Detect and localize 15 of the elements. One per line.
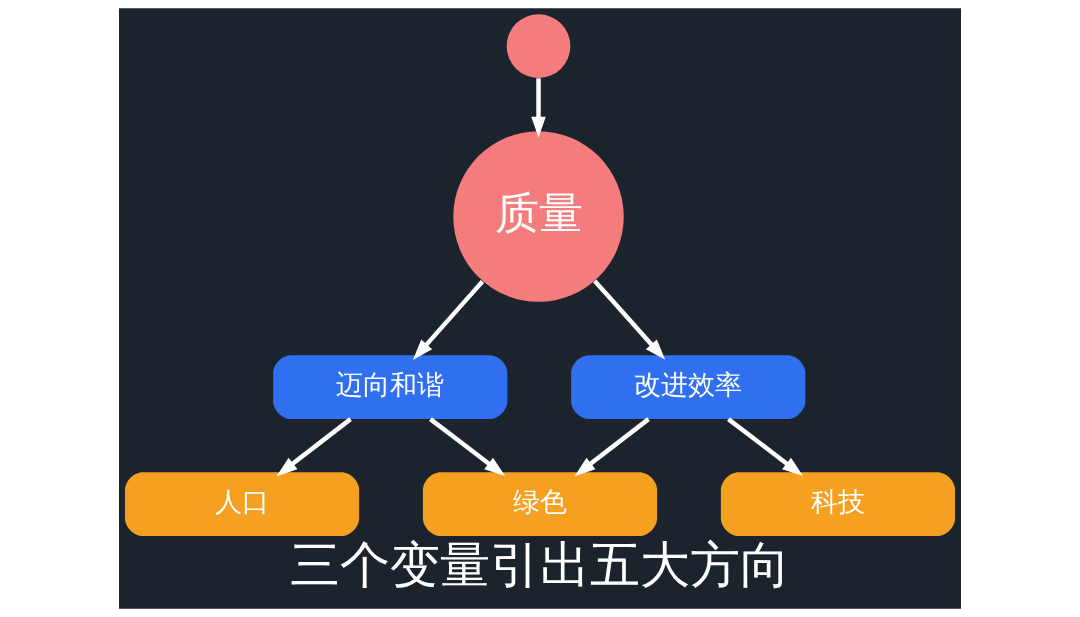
node-box: 人口 bbox=[124, 472, 360, 537]
arrow bbox=[727, 417, 804, 477]
arrow bbox=[574, 417, 650, 477]
arrow bbox=[276, 417, 352, 477]
caption: 三个变量引出五大方向 bbox=[290, 535, 790, 595]
arrow bbox=[593, 279, 666, 360]
node-box: 科技 bbox=[720, 472, 956, 537]
arrow bbox=[412, 279, 485, 361]
arrow bbox=[429, 417, 506, 477]
node-circle bbox=[506, 14, 571, 78]
node-box: 绿色 bbox=[422, 472, 658, 537]
node-box: 迈向和谐 bbox=[273, 355, 508, 419]
arrow bbox=[531, 78, 546, 138]
node-box: 改进效率 bbox=[571, 355, 806, 419]
node-circle: 质量 bbox=[453, 131, 624, 302]
